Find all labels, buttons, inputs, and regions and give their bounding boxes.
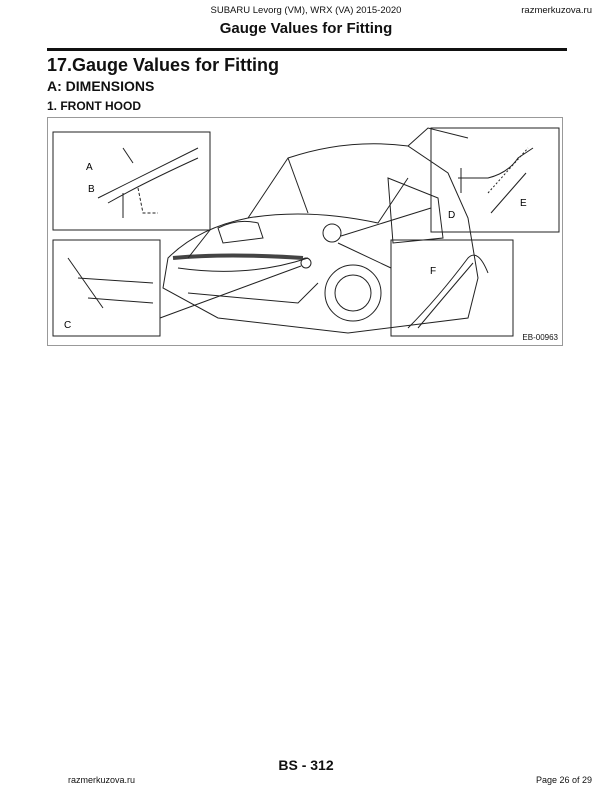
section-title: 17.Gauge Values for Fitting [47,55,280,75]
car-illustration: A B C D E F [52,127,560,337]
header-rule [47,48,567,51]
label-c: C [64,320,71,331]
figure-code: EB-00963 [522,333,558,342]
header-site: razmerkuzova.ru [521,5,592,16]
label-a: A [86,162,93,173]
item-title: 1. FRONT HOOD [47,99,142,113]
label-d: D [448,210,455,221]
front-hood-figure: A B C D E F EB-00963 [47,117,563,346]
header-title: Gauge Values for Fitting [219,20,393,37]
label-b: B [88,184,95,195]
page-code: BS - 312 [278,757,334,773]
header-model: SUBARU Levorg (VM), WRX (VA) 2015-2020 [210,5,402,16]
label-e: E [520,198,527,209]
label-f: F [430,266,436,277]
footer-page-number: Page 26 of 29 [535,775,592,785]
footer-site: razmerkuzova.ru [68,775,136,785]
subsection-title: A: DIMENSIONS [47,78,155,94]
